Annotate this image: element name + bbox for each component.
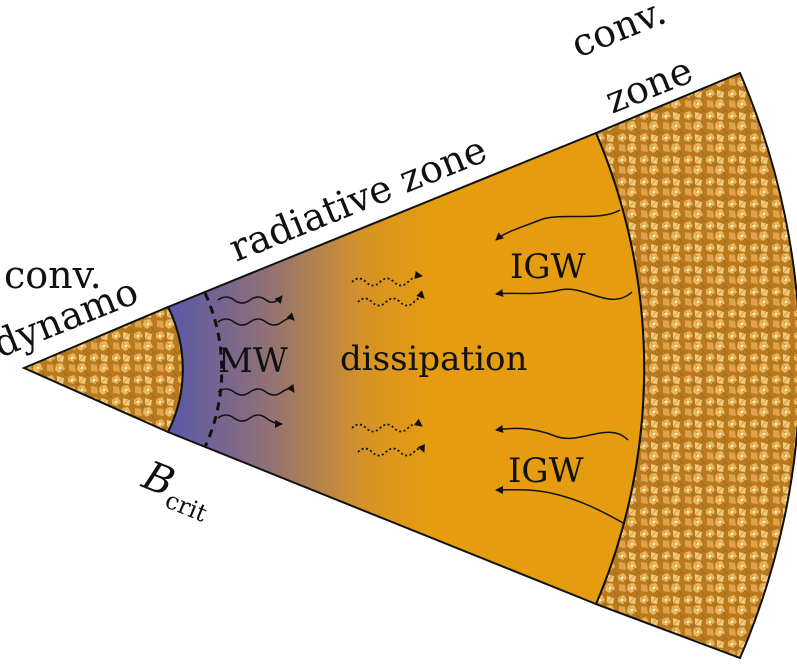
mw-label: MW [218,341,288,381]
bcrit-subscript: crit [161,486,211,528]
dissipation-arrow-3 [351,418,423,433]
dissipation-arrow-4 [357,443,425,457]
igw-arrow-bottom-2 [495,485,626,525]
igw-arrow-bottom-1 [495,425,629,441]
mw-arrows [217,295,295,428]
igw-label-top: IGW [510,247,586,287]
bcrit-boundary [203,292,224,448]
core-label-line1: conv. [4,253,102,297]
dissipation-arrows [351,271,425,457]
igw-arrows [495,209,633,525]
igw-arrow-top-2 [495,288,633,301]
igw-label-bottom: IGW [508,451,584,491]
bcrit-label: Bcrit [133,452,220,528]
mw-arrow-2 [217,312,295,326]
dissipation-label: dissipation [340,339,527,379]
envelope-label-line1: conv. [565,0,672,66]
igw-arrow-top-1 [495,209,621,241]
mw-arrow-4 [217,414,283,428]
dissipation-arrow-2 [357,290,425,307]
mw-arrow-3 [217,383,295,396]
dissipation-arrow-1 [351,271,423,287]
mw-arrow-1 [217,295,283,304]
convective-core [21,305,184,434]
